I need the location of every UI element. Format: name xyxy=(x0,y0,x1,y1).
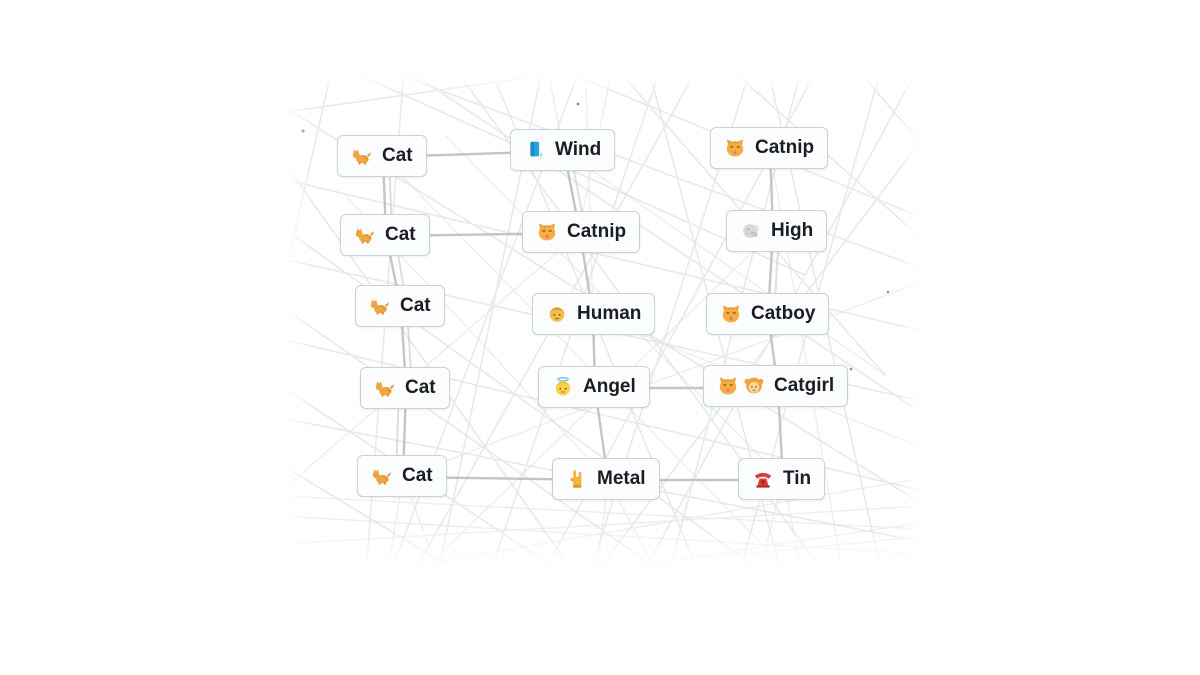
cat-face-icon xyxy=(536,221,558,243)
catgirl-icon-pair xyxy=(717,375,765,397)
cat-face-icon xyxy=(717,375,739,397)
cat-icon xyxy=(374,377,396,399)
smoke-icon xyxy=(740,220,762,242)
tile-cat-5[interactable]: Cat xyxy=(357,455,447,497)
tile-cat-4[interactable]: Cat xyxy=(360,367,450,409)
tile-catnip-1[interactable]: Catnip xyxy=(710,127,829,169)
tile-label: Cat xyxy=(385,224,416,245)
tile-cat-1[interactable]: Cat xyxy=(337,135,427,177)
tile-cat-2[interactable]: Cat xyxy=(340,214,430,256)
tile-tin[interactable]: Tin xyxy=(738,458,826,500)
tile-label: Catnip xyxy=(567,221,627,242)
tile-label: Cat xyxy=(402,465,433,486)
tile-label: Catboy xyxy=(751,303,816,324)
tile-cat-3[interactable]: Cat xyxy=(355,285,445,327)
tile-label: Cat xyxy=(405,377,436,398)
girl-icon xyxy=(743,375,765,397)
tile-catboy[interactable]: Catboy xyxy=(706,293,830,335)
tile-high[interactable]: High xyxy=(726,210,828,252)
tile-label: Catgirl xyxy=(774,375,835,396)
angel-icon xyxy=(552,376,574,398)
tile-catnip-2[interactable]: Catnip xyxy=(522,211,641,253)
tile-label: Wind xyxy=(555,139,602,160)
cat-icon xyxy=(371,465,393,487)
human-icon xyxy=(546,303,568,325)
wind-icon xyxy=(524,139,546,161)
tile-label: Human xyxy=(577,303,642,324)
tile-label: Angel xyxy=(583,376,636,397)
tile-wind[interactable]: Wind xyxy=(510,129,616,171)
crafting-board[interactable]: Cat Wind Catnip Cat Catnip High Cat xyxy=(285,75,920,568)
cat-icon xyxy=(354,224,376,246)
cat-face-icon xyxy=(724,137,746,159)
tile-angel[interactable]: Angel xyxy=(538,366,650,408)
telephone-icon xyxy=(752,468,774,490)
cat-icon xyxy=(369,295,391,317)
cat-face-icon xyxy=(720,303,742,325)
tile-label: Cat xyxy=(382,145,413,166)
tile-metal[interactable]: Metal xyxy=(552,458,660,500)
tile-label: Catnip xyxy=(755,137,815,158)
cat-icon xyxy=(351,145,373,167)
metal-hand-icon xyxy=(566,468,588,490)
tile-label: High xyxy=(771,220,814,241)
tile-catgirl[interactable]: Catgirl xyxy=(703,365,849,407)
tile-human[interactable]: Human xyxy=(532,293,656,335)
tile-label: Tin xyxy=(783,468,812,489)
tile-label: Cat xyxy=(400,295,431,316)
tile-label: Metal xyxy=(597,468,646,489)
